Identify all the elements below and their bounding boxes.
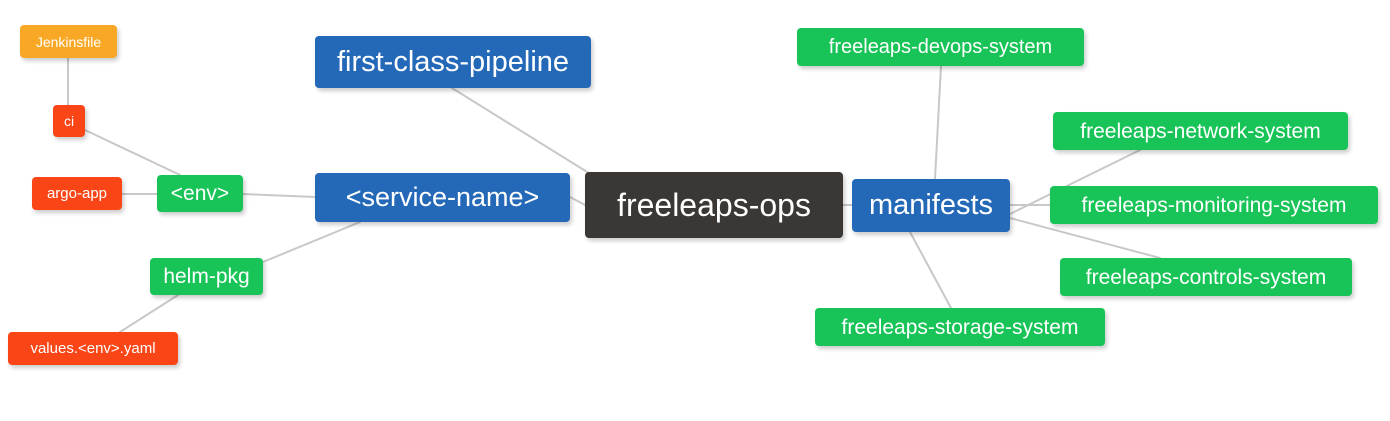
node-env[interactable]: <env> <box>157 175 243 212</box>
edge-service-name-to-helm-pkg <box>262 221 361 263</box>
edge-manifests-to-storage-system <box>909 231 952 309</box>
node-argo-app[interactable]: argo-app <box>32 177 122 210</box>
node-controls-system[interactable]: freeleaps-controls-system <box>1060 258 1352 296</box>
node-service-name[interactable]: <service-name> <box>315 173 570 222</box>
edge-freeleaps-ops-to-service-name <box>569 196 586 206</box>
node-devops-system[interactable]: freeleaps-devops-system <box>797 28 1084 66</box>
edge-manifests-to-controls-system <box>1009 217 1161 259</box>
node-manifests[interactable]: manifests <box>852 179 1010 232</box>
node-storage-system[interactable]: freeleaps-storage-system <box>815 308 1105 346</box>
edge-manifests-to-devops-system <box>934 65 942 180</box>
edge-freeleaps-ops-to-first-class-pipeline <box>451 87 601 181</box>
edge-helm-pkg-to-values-yaml <box>119 294 179 333</box>
node-first-class-pipeline[interactable]: first-class-pipeline <box>315 36 591 88</box>
node-ci[interactable]: ci <box>53 105 85 137</box>
node-helm-pkg[interactable]: helm-pkg <box>150 258 263 295</box>
node-monitoring-system[interactable]: freeleaps-monitoring-system <box>1050 186 1378 224</box>
node-values-yaml[interactable]: values.<env>.yaml <box>8 332 178 365</box>
edge-service-name-to-env <box>242 193 316 198</box>
edge-env-to-ci <box>84 129 181 176</box>
node-freeleaps-ops[interactable]: freeleaps-ops <box>585 172 843 238</box>
node-jenkinsfile[interactable]: Jenkinsfile <box>20 25 117 58</box>
node-network-system[interactable]: freeleaps-network-system <box>1053 112 1348 150</box>
